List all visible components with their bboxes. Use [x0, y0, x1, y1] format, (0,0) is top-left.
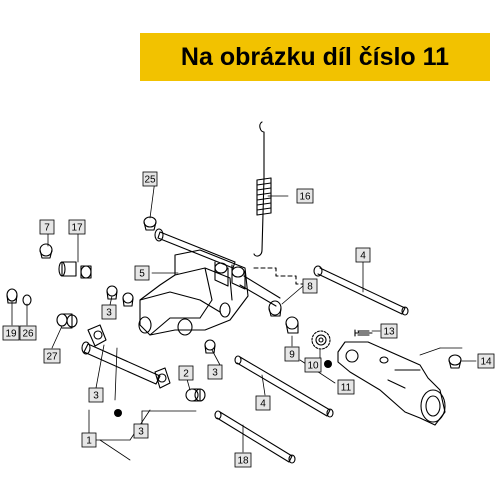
svg-text:4: 4 — [260, 399, 266, 410]
svg-text:17: 17 — [71, 223, 83, 234]
nut-19-part — [6, 288, 18, 304]
callout-4-upper: 4 — [355, 247, 371, 263]
svg-text:7: 7 — [44, 223, 50, 234]
dot-marker-2 — [324, 360, 332, 368]
bracket-11-part — [337, 341, 446, 426]
long-bolt-18-part — [214, 410, 296, 464]
callout-17: 17 — [68, 219, 86, 235]
callout-3-lower-left: 3 — [88, 387, 104, 403]
svg-text:25: 25 — [144, 175, 156, 186]
nut-7-part — [39, 243, 53, 259]
dot-marker-1 — [114, 409, 122, 417]
nut-8-part — [268, 300, 282, 317]
svg-text:3: 3 — [212, 368, 218, 379]
callout-13: 13 — [380, 323, 398, 339]
callout-9: 9 — [284, 346, 300, 362]
upper-shaft-part — [154, 228, 236, 269]
callout-1: 1 — [81, 432, 97, 448]
small-bolt-part — [354, 329, 373, 337]
svg-text:4: 4 — [360, 251, 366, 262]
svg-text:11: 11 — [341, 383, 352, 394]
svg-text:8: 8 — [307, 282, 313, 293]
swing-arm-frame-part — [138, 249, 281, 336]
callout-labels: 25 16 7 17 5 4 8 3 19 26 27 13 9 14 10 3… — [2, 171, 495, 468]
callout-10: 10 — [304, 357, 322, 373]
long-bolt-lower-part — [234, 355, 334, 418]
svg-text:10: 10 — [307, 361, 319, 372]
collar-3b-part — [122, 292, 134, 307]
callout-3-left: 3 — [101, 304, 117, 320]
nut-14-part — [448, 354, 462, 369]
svg-text:27: 27 — [46, 352, 58, 363]
highlight-dots — [114, 360, 332, 417]
callout-19: 19 — [2, 325, 20, 341]
svg-text:2: 2 — [183, 369, 189, 380]
callout-8: 8 — [302, 278, 318, 294]
svg-text:5: 5 — [139, 269, 145, 280]
svg-text:1: 1 — [86, 436, 92, 447]
collar-2-part — [185, 388, 206, 402]
svg-text:3: 3 — [138, 427, 144, 438]
callout-7: 7 — [39, 219, 55, 235]
long-bolt-upper-part — [253, 265, 409, 316]
callout-18: 18 — [234, 452, 252, 468]
callout-26: 26 — [19, 325, 37, 341]
svg-text:14: 14 — [480, 357, 492, 368]
callout-14: 14 — [477, 353, 495, 369]
leader-lines — [11, 179, 477, 461]
callout-11: 11 — [337, 379, 355, 395]
bushing-17-part — [58, 261, 92, 279]
callout-2: 2 — [178, 365, 194, 381]
svg-text:3: 3 — [93, 391, 99, 402]
spring-part — [253, 121, 272, 257]
svg-text:16: 16 — [299, 192, 311, 203]
svg-text:9: 9 — [289, 350, 295, 361]
callout-4-lower: 4 — [255, 395, 271, 411]
svg-text:26: 26 — [22, 329, 34, 340]
banner-title: Na obrázku díl číslo 11 — [180, 42, 450, 71]
callout-25: 25 — [142, 171, 158, 187]
gear-washer-part — [311, 330, 331, 350]
svg-text:13: 13 — [383, 327, 395, 338]
svg-text:3: 3 — [106, 308, 112, 319]
collar-3c-part — [204, 339, 216, 354]
top-nut-part — [143, 216, 157, 231]
callout-3-lower: 3 — [133, 423, 149, 439]
bushing-27-part — [56, 313, 78, 329]
pivot-shaft-part — [81, 324, 171, 389]
callout-27: 27 — [43, 348, 61, 364]
title-banner: Na obrázku díl číslo 11 — [140, 33, 490, 81]
callout-3-center: 3 — [207, 364, 223, 380]
svg-text:18: 18 — [237, 456, 249, 467]
callout-16: 16 — [296, 188, 314, 204]
collar-9-part — [285, 316, 299, 334]
callout-5: 5 — [134, 265, 150, 281]
svg-text:19: 19 — [5, 329, 17, 340]
washer-26-part — [22, 294, 32, 306]
